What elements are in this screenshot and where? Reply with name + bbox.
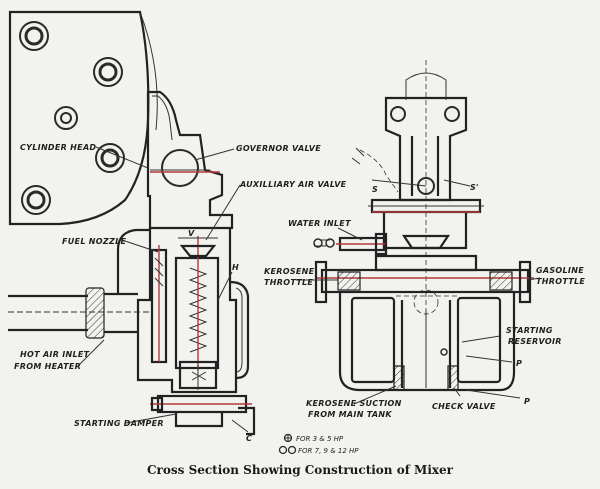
label-cylinder-head: CYLINDER HEAD (20, 143, 96, 152)
label-kerosene-suction-line2: FROM MAIN TANK (308, 410, 392, 419)
label-gasoline-throttle-line2: THROTTLE (536, 277, 585, 286)
label-starting-damper: STARTING DAMPER (74, 419, 164, 428)
label-fuel-nozzle: FUEL NOZZLE (62, 237, 127, 246)
label-starting-reservoir-line2: RESERVOIR (508, 337, 562, 346)
diagram-caption: Cross Section Showing Construction of Mi… (147, 463, 454, 477)
mixer-body-left (136, 228, 250, 394)
label-gasoline-throttle-line1: GASOLINE (536, 266, 584, 275)
cylinder-bolt (54, 106, 78, 130)
label-governor-valve: GOVERNOR VALVE (236, 144, 321, 153)
intake-manifold (146, 90, 234, 230)
label-kerosene-suction-line1: KEROSENE SUCTION (306, 399, 402, 408)
legend-item-large: FOR 7, 9 & 12 HP (298, 447, 359, 455)
cylinder-bolt (21, 185, 51, 215)
leader-lines-right (296, 227, 541, 405)
cylinder-bolt (19, 21, 49, 51)
label-kerosene-throttle-line1: KEROSENE (264, 267, 315, 276)
throttle-bar (314, 254, 534, 304)
label-letter-p-upper: P (516, 359, 522, 368)
label-starting-reservoir-line1: STARTING (506, 326, 553, 335)
label-hot-air-inlet-line1: HOT AIR INLET (20, 350, 90, 359)
throttle-linkage (351, 147, 471, 193)
label-letter-p-lower: P (524, 397, 530, 406)
legend-item-small: FOR 3 & 5 HP (296, 435, 344, 443)
governor-valve (150, 149, 220, 187)
label-auxiliary-air-valve: AUXILLIARY AIR VALVE (239, 180, 347, 189)
label-kerosene-throttle-line2: THROTTLE (264, 278, 313, 287)
leader-lines-left (77, 146, 241, 424)
water-inlet-fitting (313, 232, 388, 256)
label-check-valve: CHECK VALVE (432, 402, 496, 411)
cylinder-head (8, 10, 158, 226)
label-letter-s-prime: S' (470, 183, 479, 192)
label-letter-s: S (372, 185, 378, 194)
cylinder-bolt (93, 57, 123, 87)
label-letter-v: V (188, 229, 195, 238)
legend-symbol-double (278, 445, 297, 455)
legend-symbol-single (283, 433, 293, 443)
starting-damper-assembly (150, 360, 256, 436)
label-hot-air-inlet-line2: FROM HEATER (14, 362, 81, 371)
legend: FOR 3 & 5 HP FOR 7, 9 & 12 HP (278, 433, 359, 455)
mixer-bowl (338, 289, 516, 392)
mixer-body-right-upper (368, 198, 484, 250)
hot-air-inlet-pipe (8, 228, 150, 339)
label-water-inlet: WATER INLET (288, 219, 351, 228)
label-letter-c: C (246, 434, 252, 443)
label-letter-h: H (232, 263, 239, 272)
